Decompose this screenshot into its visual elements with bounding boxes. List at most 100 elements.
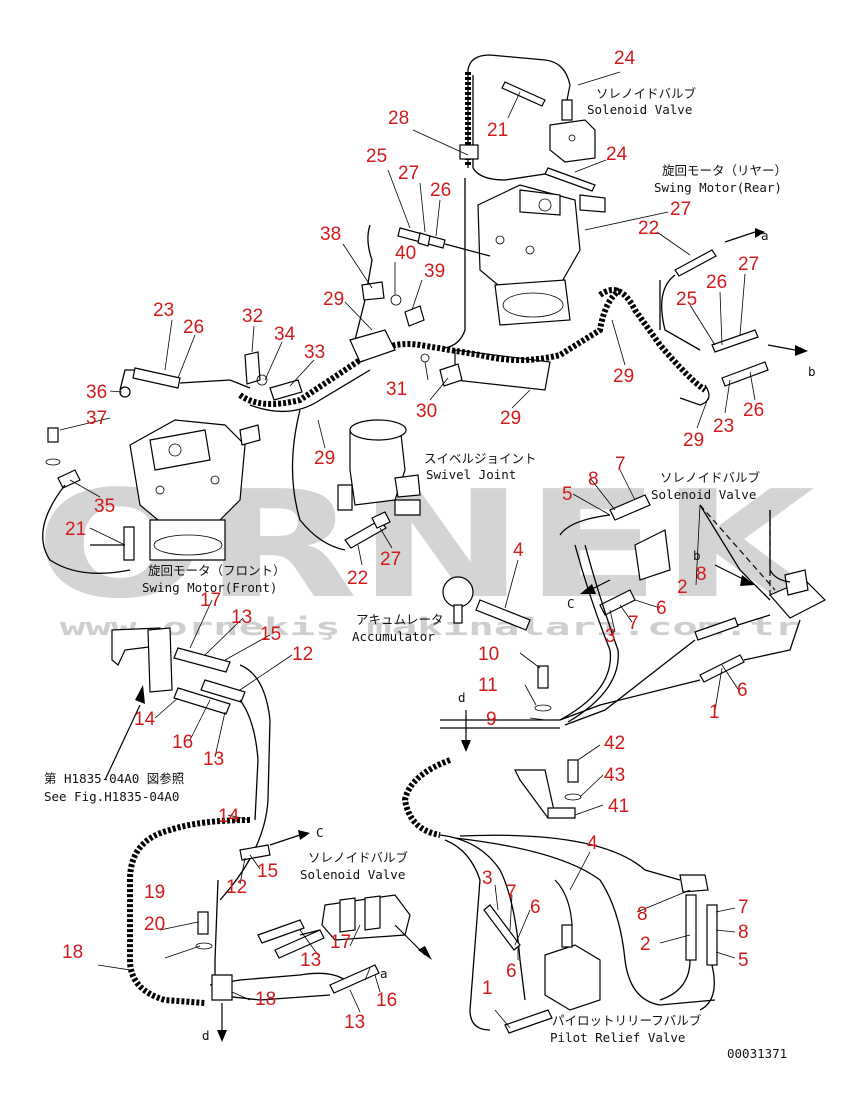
callout: 17 <box>200 590 221 611</box>
connector-b-mid: b <box>693 548 701 563</box>
right-hoses <box>598 249 769 406</box>
callout: 24 <box>614 48 636 69</box>
solenoid-valve-top-jp: ソレノイドバルブ <box>596 86 697 101</box>
swivel-joint-en: Swivel Joint <box>426 467 516 482</box>
swivel-joint <box>337 419 421 516</box>
arrows <box>104 228 808 1042</box>
callout: 21 <box>487 120 508 141</box>
callout: 21 <box>65 519 86 540</box>
callout: 29 <box>314 448 335 469</box>
callout: 13 <box>203 749 224 770</box>
callout: 22 <box>347 568 368 589</box>
callout: 39 <box>424 261 445 282</box>
callout: 36 <box>86 382 107 403</box>
callout: 29 <box>323 289 344 310</box>
callout: 27 <box>738 254 759 275</box>
swing-motor-rear-en: Swing Motor(Rear) <box>654 180 782 195</box>
mid-solenoid <box>559 494 827 726</box>
callout: 37 <box>86 408 107 429</box>
callout: 12 <box>226 877 247 898</box>
see-fig-en: See Fig.H1835-04A0 <box>44 789 179 804</box>
accumulator-en: Accumulator <box>352 629 435 644</box>
pilot-relief-jp: パイロットリリーフバルブ <box>552 1013 702 1028</box>
callout: 30 <box>416 401 437 422</box>
callout: 2 <box>640 934 651 955</box>
callout: 31 <box>386 379 407 400</box>
callout: 27 <box>380 549 401 570</box>
swivel-joint-jp: スイベルジョイント <box>424 451 537 466</box>
callout: 6 <box>506 961 517 982</box>
callout: 35 <box>94 496 115 517</box>
callout: 3 <box>482 868 493 889</box>
swivel-hose <box>344 511 391 549</box>
callout: 6 <box>737 680 748 701</box>
callout: 18 <box>255 989 276 1010</box>
callout: 40 <box>395 243 416 264</box>
component-labels: ソレノイドバルブ Solenoid Valve 旋回モータ（リヤー） Swing… <box>44 86 787 1061</box>
solenoid-valve-mid-jp: ソレノイドバルブ <box>660 470 761 485</box>
callout: 7 <box>506 882 517 903</box>
solenoid-valve-bottom-jp: ソレノイドバルブ <box>308 850 409 865</box>
callout: 27 <box>670 199 691 220</box>
connector-c-mid: C <box>567 596 575 611</box>
callout: 14 <box>134 709 156 730</box>
callout: 23 <box>153 300 174 321</box>
callout: 11 <box>478 675 498 696</box>
connector-letters: a b C b d C a d <box>202 228 816 1043</box>
see-fig-jp: 第 H1835-04A0 図参照 <box>44 771 184 786</box>
callout: 5 <box>562 484 573 505</box>
callout: 7 <box>628 613 639 634</box>
swing-motor-rear-jp: 旋回モータ（リヤー） <box>662 163 787 178</box>
pilot-relief-en: Pilot Relief Valve <box>550 1030 685 1045</box>
callout: 24 <box>606 144 628 165</box>
solenoid-valve-bottom-en: Solenoid Valve <box>300 867 405 882</box>
callout: 13 <box>300 950 321 971</box>
callout: 29 <box>683 430 704 451</box>
callout: 26 <box>743 400 764 421</box>
callout: 32 <box>242 306 263 327</box>
callout-numbers: 24 21 28 24 25 27 26 38 40 39 27 22 27 2… <box>62 48 764 1033</box>
connector-b-right: b <box>808 364 816 379</box>
pilot-relief-valve <box>483 874 718 1034</box>
callout: 43 <box>604 765 625 786</box>
connector-d-bottom: d <box>202 1028 210 1043</box>
callout: 25 <box>366 146 387 167</box>
callout: 15 <box>260 624 281 645</box>
callout: 8 <box>738 922 749 943</box>
arrow-head <box>755 228 765 238</box>
callout: 7 <box>738 897 749 918</box>
callout: 26 <box>183 317 204 338</box>
callout: 1 <box>482 978 493 999</box>
connector-d-mid: d <box>458 690 466 705</box>
callout: 26 <box>706 272 727 293</box>
callout: 42 <box>604 733 625 754</box>
connector-a-top: a <box>761 228 769 243</box>
callout: 6 <box>530 897 541 918</box>
watermark-url: www.ornekiş makinaları.com.tr <box>60 613 800 641</box>
callout: 4 <box>587 833 598 854</box>
callout: 27 <box>398 163 419 184</box>
callout: 26 <box>430 180 451 201</box>
callout: 8 <box>696 564 707 585</box>
callout: 8 <box>637 904 648 925</box>
callout: 16 <box>376 990 397 1011</box>
rear-assembly <box>397 54 606 326</box>
wrapped-hose <box>238 178 622 551</box>
callout: 23 <box>713 416 734 437</box>
swing-motor-front-jp: 旋回モータ（フロント） <box>148 563 286 578</box>
callout: 13 <box>231 607 252 628</box>
callout: 7 <box>615 454 626 475</box>
swing-motor-front-en: Swing Motor(Front) <box>142 580 277 595</box>
callout: 12 <box>292 644 313 665</box>
callout: 15 <box>257 861 278 882</box>
callout: 13 <box>344 1012 365 1033</box>
callout: 18 <box>62 942 83 963</box>
connector-a-bottom: a <box>380 966 388 981</box>
callout: 3 <box>605 626 616 647</box>
callout: 4 <box>513 540 524 561</box>
bundle <box>401 665 716 1031</box>
callout: 34 <box>274 324 296 345</box>
callout: 28 <box>388 108 409 129</box>
accumulator <box>442 576 531 631</box>
